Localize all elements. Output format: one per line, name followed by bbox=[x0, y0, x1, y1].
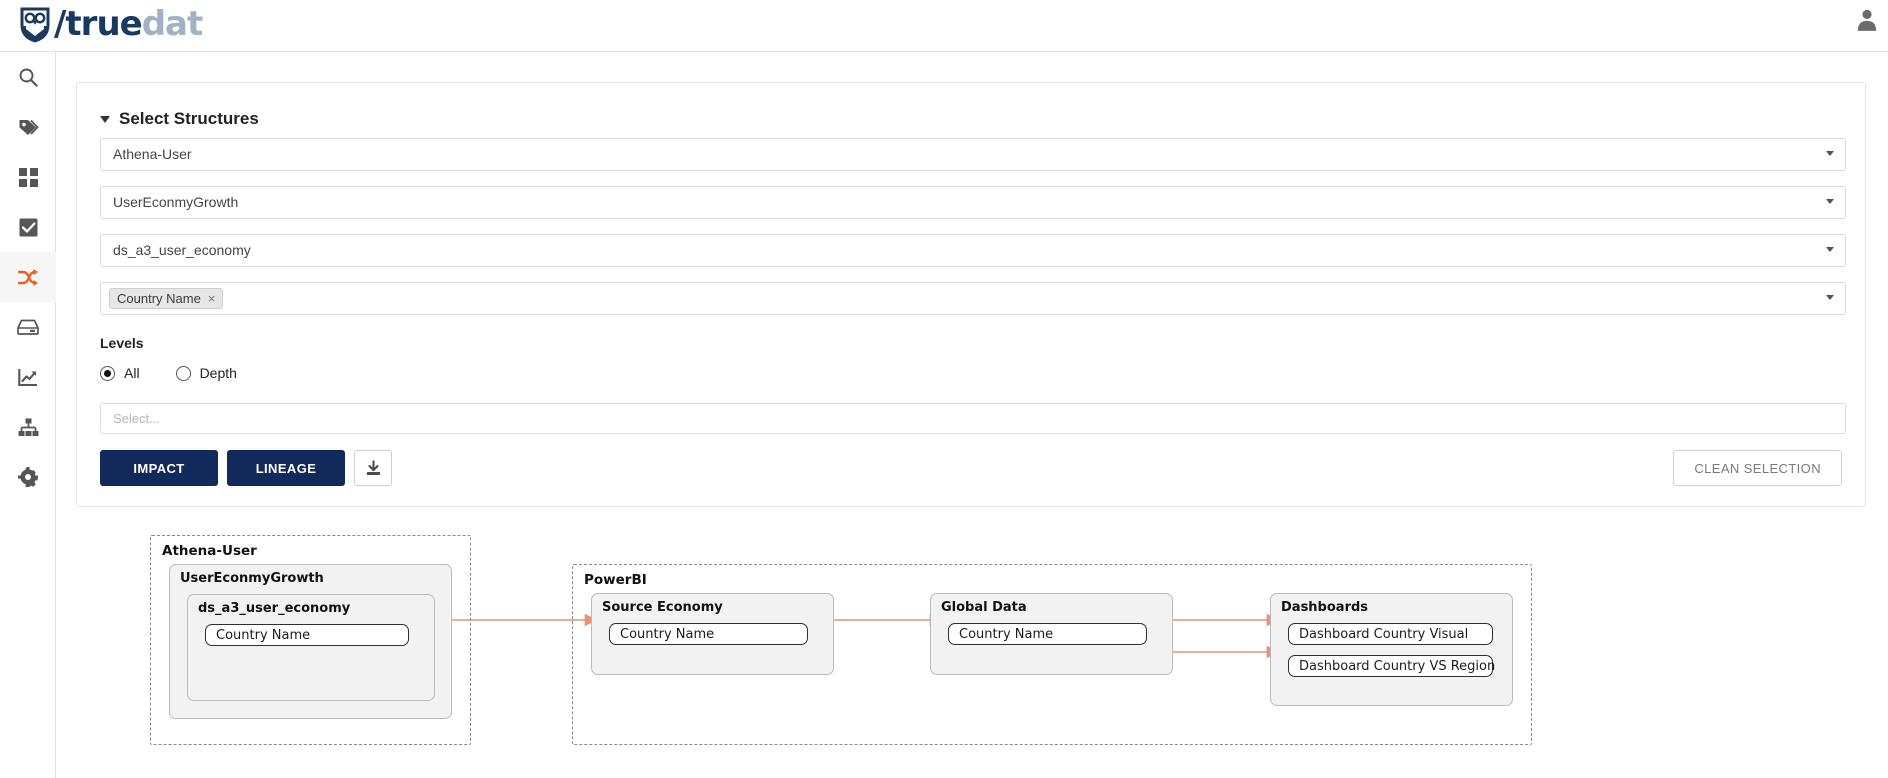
select-structures-panel: Select Structures Athena-User UserEconmy… bbox=[76, 82, 1866, 507]
logo-dat: dat bbox=[141, 4, 204, 44]
tags-icon bbox=[19, 119, 39, 135]
owl-logo-icon bbox=[20, 7, 50, 43]
group-athena-user-title: Athena-User bbox=[162, 543, 257, 559]
chart-line-icon bbox=[18, 368, 37, 386]
box-ds-a3-user-economy[interactable]: ds_a3_user_economy Country Name bbox=[187, 594, 435, 701]
logo-true: true bbox=[65, 4, 142, 44]
box-ds-a3-user-economy-title: ds_a3_user_economy bbox=[198, 601, 351, 616]
structure-select-value: ds_a3_user_economy bbox=[113, 242, 251, 258]
group-powerbi-title: PowerBI bbox=[584, 572, 647, 588]
grid-icon bbox=[18, 167, 38, 187]
sidebar-item-sources[interactable] bbox=[0, 302, 56, 352]
radio-depth[interactable] bbox=[175, 365, 191, 381]
system-select-value: Athena-User bbox=[113, 146, 192, 162]
gear-icon bbox=[18, 467, 38, 487]
chevron-down-icon bbox=[1826, 247, 1834, 252]
node-country-name-source-economy[interactable]: Country Name bbox=[609, 623, 808, 645]
radio-all-label: All bbox=[124, 365, 140, 381]
levels-label: Levels bbox=[100, 335, 144, 351]
group-athena-user: Athena-User UserEconmyGrowth ds_a3_user_… bbox=[150, 535, 471, 745]
sidebar-item-glossary[interactable] bbox=[0, 102, 56, 152]
group-select[interactable]: UserEconmyGrowth bbox=[100, 186, 1846, 219]
structure-select[interactable]: ds_a3_user_economy bbox=[100, 234, 1846, 267]
radio-depth-label: Depth bbox=[199, 365, 237, 381]
box-usereconmygrowth-title: UserEconmyGrowth bbox=[180, 571, 324, 586]
group-powerbi: PowerBI Source Economy Country Name Glob… bbox=[572, 564, 1532, 745]
node-dashboard-country-vs-region[interactable]: Dashboard Country VS Region bbox=[1288, 655, 1495, 677]
sidebar-item-settings[interactable] bbox=[0, 452, 56, 502]
selected-chip-label: Country Name bbox=[117, 291, 201, 306]
box-source-economy[interactable]: Source Economy Country Name bbox=[591, 593, 834, 675]
lineage-button[interactable]: LINEAGE bbox=[227, 450, 345, 486]
depth-select-placeholder: Select... bbox=[113, 411, 160, 426]
close-icon[interactable]: × bbox=[207, 291, 216, 306]
impact-button[interactable]: IMPACT bbox=[100, 450, 218, 486]
top-bar: /truedat bbox=[0, 0, 1888, 52]
sidebar-item-search[interactable] bbox=[0, 52, 56, 102]
sidebar-item-structures[interactable] bbox=[0, 402, 56, 452]
left-sidebar bbox=[0, 52, 56, 778]
system-select[interactable]: Athena-User bbox=[100, 138, 1846, 171]
chevron-down-icon bbox=[1826, 295, 1834, 300]
lineage-graph: Athena-User UserEconmyGrowth ds_a3_user_… bbox=[56, 535, 1888, 778]
depth-select-input[interactable]: Select... bbox=[100, 403, 1846, 434]
node-country-name-athena[interactable]: Country Name bbox=[205, 624, 409, 646]
app-logo[interactable]: /truedat bbox=[18, 4, 204, 44]
action-button-row: IMPACT LINEAGE bbox=[100, 450, 392, 486]
box-global-data[interactable]: Global Data Country Name bbox=[930, 593, 1173, 675]
box-dashboards[interactable]: Dashboards Dashboard Country Visual Dash… bbox=[1270, 593, 1513, 706]
search-icon bbox=[19, 68, 38, 87]
box-global-data-title: Global Data bbox=[941, 600, 1027, 615]
check-square-icon bbox=[19, 218, 37, 236]
box-source-economy-title: Source Economy bbox=[602, 600, 723, 615]
database-icon bbox=[17, 319, 39, 335]
panel-title: Select Structures bbox=[119, 109, 259, 128]
sitemap-icon bbox=[18, 418, 38, 436]
node-dashboard-country-visual[interactable]: Dashboard Country Visual bbox=[1288, 623, 1493, 645]
fields-multiselect[interactable]: Country Name × bbox=[100, 282, 1846, 315]
sidebar-item-concepts[interactable] bbox=[0, 152, 56, 202]
shuffle-icon bbox=[17, 268, 38, 286]
node-country-name-global-data[interactable]: Country Name bbox=[948, 623, 1147, 645]
download-icon bbox=[366, 460, 380, 475]
box-dashboards-title: Dashboards bbox=[1281, 600, 1369, 615]
panel-header-toggle[interactable]: Select Structures bbox=[100, 109, 259, 129]
sidebar-item-rules[interactable] bbox=[0, 202, 56, 252]
sidebar-item-lineage[interactable] bbox=[0, 252, 56, 302]
sidebar-item-metrics[interactable] bbox=[0, 352, 56, 402]
chevron-down-icon bbox=[100, 115, 110, 123]
chevron-down-icon bbox=[1826, 151, 1834, 156]
levels-radio-group: All Depth bbox=[100, 365, 237, 381]
main-content: Select Structures Athena-User UserEconmy… bbox=[56, 52, 1888, 778]
radio-all[interactable] bbox=[100, 365, 115, 381]
chevron-down-icon bbox=[1826, 199, 1834, 204]
clean-selection-button[interactable]: CLEAN SELECTION bbox=[1673, 450, 1842, 486]
user-account-icon[interactable] bbox=[1856, 6, 1878, 32]
group-select-value: UserEconmyGrowth bbox=[113, 194, 239, 210]
selected-chip[interactable]: Country Name × bbox=[109, 288, 224, 309]
box-usereconmygrowth[interactable]: UserEconmyGrowth ds_a3_user_economy Coun… bbox=[169, 564, 452, 719]
download-button[interactable] bbox=[354, 450, 392, 486]
logo-slash: / bbox=[54, 4, 66, 44]
